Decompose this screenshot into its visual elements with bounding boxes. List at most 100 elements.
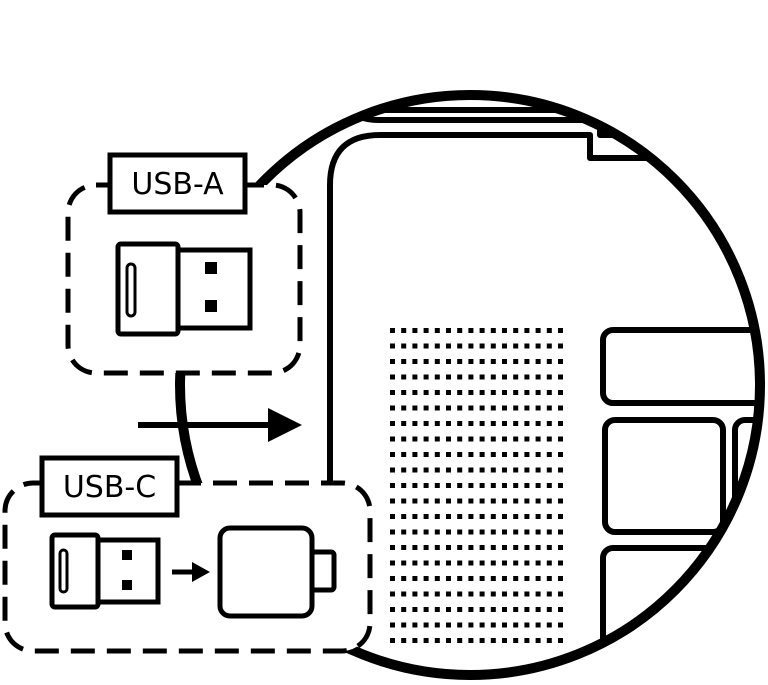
grille-dot bbox=[524, 359, 530, 364]
grille-dot bbox=[479, 405, 485, 411]
grille-dot bbox=[434, 638, 440, 643]
grille-dot bbox=[434, 405, 440, 411]
grille-dot bbox=[412, 638, 418, 643]
grille-dot bbox=[457, 576, 463, 581]
grille-dot bbox=[535, 576, 541, 581]
grille-dot bbox=[434, 607, 440, 612]
grille-dot bbox=[390, 576, 395, 581]
grille-dot bbox=[524, 436, 530, 442]
grille-dot bbox=[446, 359, 451, 364]
grille-dot bbox=[457, 591, 463, 597]
grille-dot bbox=[546, 498, 552, 504]
grille-dot bbox=[490, 607, 496, 612]
grille-dot bbox=[546, 436, 552, 442]
grille-dot bbox=[479, 529, 485, 535]
grille-dot bbox=[401, 374, 407, 380]
grille-dot bbox=[390, 591, 395, 597]
grille-dot bbox=[502, 343, 507, 349]
grille-dot bbox=[457, 421, 463, 426]
grille-dot bbox=[546, 545, 552, 550]
grille-dot bbox=[446, 421, 451, 426]
key-middle-right bbox=[732, 417, 760, 535]
grille-dot bbox=[558, 328, 563, 333]
grille-dot bbox=[546, 452, 552, 457]
grille-dot bbox=[446, 545, 451, 550]
grille-dot bbox=[524, 545, 530, 550]
grille-dot bbox=[468, 421, 474, 426]
grille-dot bbox=[558, 359, 563, 364]
grille-dot bbox=[479, 390, 485, 395]
grille-dot bbox=[535, 359, 541, 364]
grille-dot bbox=[434, 343, 440, 349]
grille-dot bbox=[513, 576, 519, 581]
grille-dot bbox=[457, 328, 463, 333]
grille-dot bbox=[479, 359, 485, 364]
laptop-hinge-line bbox=[307, 95, 760, 138]
grille-dot bbox=[558, 607, 563, 612]
usb-c-adapter-icon bbox=[217, 525, 337, 619]
grille-dot bbox=[423, 405, 429, 411]
grille-dot bbox=[524, 638, 530, 643]
grille-dot bbox=[468, 607, 474, 612]
grille-dot bbox=[502, 452, 507, 457]
grille-dot bbox=[513, 452, 519, 457]
grille-dot bbox=[490, 359, 496, 364]
grille-dot bbox=[558, 467, 563, 473]
grille-dot bbox=[412, 359, 418, 364]
grille-dot bbox=[513, 591, 519, 597]
grille-dot bbox=[423, 390, 429, 395]
grille-dot bbox=[390, 622, 395, 628]
grille-dot bbox=[412, 576, 418, 581]
grille-dot bbox=[558, 638, 563, 643]
grille-dot bbox=[390, 405, 395, 411]
grille-dot bbox=[558, 560, 563, 566]
grille-dot bbox=[412, 560, 418, 566]
grille-dot bbox=[468, 545, 474, 550]
grille-dot bbox=[490, 591, 496, 597]
grille-dot bbox=[490, 483, 496, 488]
grille-dot bbox=[546, 529, 552, 535]
grille-dot bbox=[524, 514, 530, 519]
grille-dot bbox=[446, 638, 451, 643]
speaker-grille bbox=[390, 328, 563, 643]
grille-dot bbox=[479, 576, 485, 581]
grille-dot bbox=[479, 607, 485, 612]
grille-dot bbox=[401, 545, 407, 550]
grille-dot bbox=[457, 514, 463, 519]
grille-dot bbox=[502, 374, 507, 380]
usb-c-panel: USB-C bbox=[2, 455, 373, 654]
grille-dot bbox=[457, 374, 463, 380]
grille-dot bbox=[434, 514, 440, 519]
grille-dot bbox=[558, 576, 563, 581]
grille-dot bbox=[513, 545, 519, 550]
grille-dot bbox=[558, 591, 563, 597]
grille-dot bbox=[524, 374, 530, 380]
grille-dot bbox=[412, 622, 418, 628]
grille-dot bbox=[535, 421, 541, 426]
grille-dot bbox=[401, 343, 407, 349]
grille-dot bbox=[513, 374, 519, 380]
grille-dot bbox=[412, 591, 418, 597]
grille-dot bbox=[558, 374, 563, 380]
grille-dot bbox=[479, 343, 485, 349]
arrow-right-icon bbox=[138, 408, 302, 442]
grille-dot bbox=[558, 514, 563, 519]
grille-dot bbox=[502, 622, 507, 628]
grille-dot bbox=[524, 452, 530, 457]
grille-dot bbox=[412, 545, 418, 550]
grille-dot bbox=[490, 421, 496, 426]
grille-dot bbox=[513, 390, 519, 395]
grille-dot bbox=[390, 328, 395, 333]
grille-dot bbox=[457, 607, 463, 612]
grille-dot bbox=[468, 452, 474, 457]
grille-dot bbox=[390, 390, 395, 395]
grille-dot bbox=[468, 467, 474, 473]
grille-dot bbox=[513, 638, 519, 643]
grille-dot bbox=[513, 359, 519, 364]
grille-dot bbox=[535, 467, 541, 473]
grille-dot bbox=[401, 421, 407, 426]
grille-dot bbox=[546, 405, 552, 411]
grille-dot bbox=[546, 390, 552, 395]
grille-dot bbox=[457, 359, 463, 364]
grille-dot bbox=[524, 622, 530, 628]
